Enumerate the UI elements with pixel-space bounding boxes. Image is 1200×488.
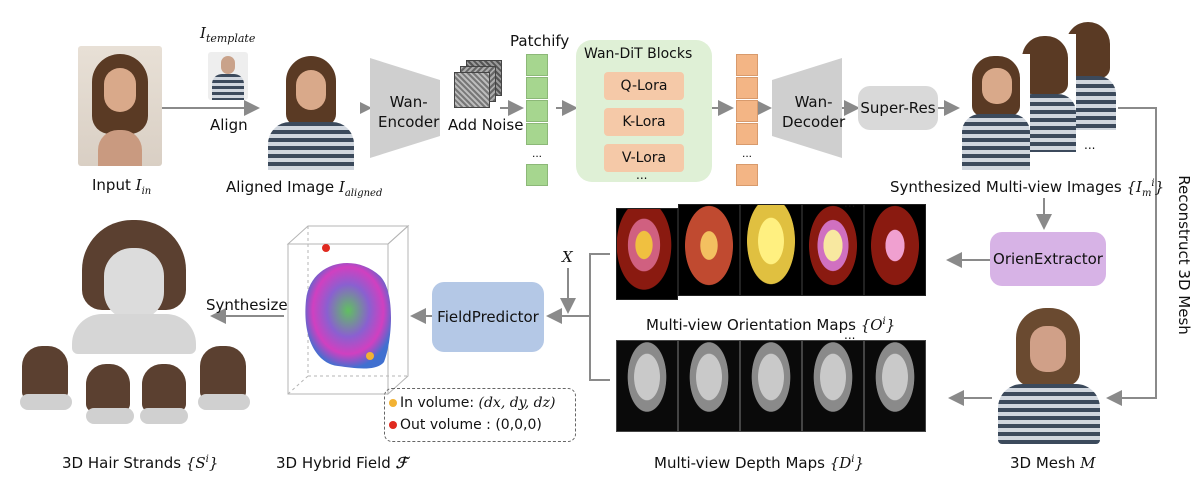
synth-views-label: Synthesized Multi-view Images {Imi}	[890, 178, 1165, 199]
decoder-label: Wan-Decoder	[782, 93, 846, 131]
dit-dots: ...	[636, 168, 648, 182]
reconstruct-label: Reconstruct 3D Mesh	[1174, 175, 1193, 335]
wan-decoder-shape	[772, 58, 842, 158]
hair-strands-label: 3D Hair Strands {Si}	[62, 454, 219, 472]
wan-dit-blocks: Wan-DiT Blocks Q-Lora K-Lora V-Lora ...	[576, 40, 712, 182]
views-dots: ...	[1084, 138, 1096, 152]
patch-tokens-in: ...	[526, 54, 548, 186]
arrow-reconstruct	[1106, 107, 1157, 406]
hair-strands	[18, 218, 258, 440]
v-lora: V-Lora	[604, 144, 684, 172]
patchify-label: Patchify	[510, 32, 570, 50]
align-label: Align	[210, 116, 248, 134]
in-volume-legend-dot	[389, 399, 397, 407]
synthesize-label: Synthesize	[206, 296, 288, 314]
hybrid-field-volume	[286, 224, 410, 396]
mesh-label: 3D Mesh M	[1010, 454, 1096, 472]
add-noise-label: Add Noise	[448, 116, 524, 134]
mesh-image	[994, 304, 1104, 444]
orientation-maps-label: Multi-view Orientation Maps {Oi}	[646, 316, 896, 334]
depth-maps: ...	[612, 328, 952, 446]
patch-tokens-out: ...	[736, 54, 758, 186]
input-label: Input Iin	[92, 176, 152, 197]
in-volume-row: In volume: (dx, dy, dz)	[389, 395, 555, 411]
encoder-label: Wan-Encoder	[378, 93, 440, 131]
orien-extractor-box: OrienExtractor	[990, 232, 1106, 286]
in-volume-dot	[366, 352, 374, 360]
orientation-dots: ...	[844, 196, 856, 210]
super-res-box: Super-Res	[858, 86, 938, 130]
depth-maps-label: Multi-view Depth Maps {Di}	[654, 454, 865, 472]
volume-legend: In volume: (dx, dy, dz) Out volume : (0,…	[384, 388, 576, 442]
depth-dots: ...	[844, 328, 856, 342]
synthesized-views: ...	[958, 20, 1118, 170]
hybrid-field-label: 3D Hybrid Field ℱ	[276, 454, 408, 472]
orientation-maps: ...	[612, 196, 952, 310]
input-portrait	[78, 46, 162, 166]
out-volume-row: Out volume : (0,0,0)	[389, 417, 542, 433]
arrow-maps-bracket	[589, 253, 610, 381]
q-lora: Q-Lora	[604, 72, 684, 100]
wan-encoder-shape	[370, 58, 440, 158]
field-predictor-box: FieldPredictor	[432, 282, 544, 352]
noise-stack	[454, 60, 504, 108]
aligned-label: Aligned Image Ialigned	[226, 178, 383, 199]
x-label: X	[562, 248, 573, 266]
aligned-image	[262, 52, 360, 170]
template-image	[208, 52, 248, 100]
k-lora: K-Lora	[604, 108, 684, 136]
template-label: Itemplate	[200, 24, 256, 45]
out-volume-legend-dot	[389, 421, 397, 429]
dit-title: Wan-DiT Blocks	[584, 46, 693, 62]
out-volume-dot	[322, 244, 330, 252]
